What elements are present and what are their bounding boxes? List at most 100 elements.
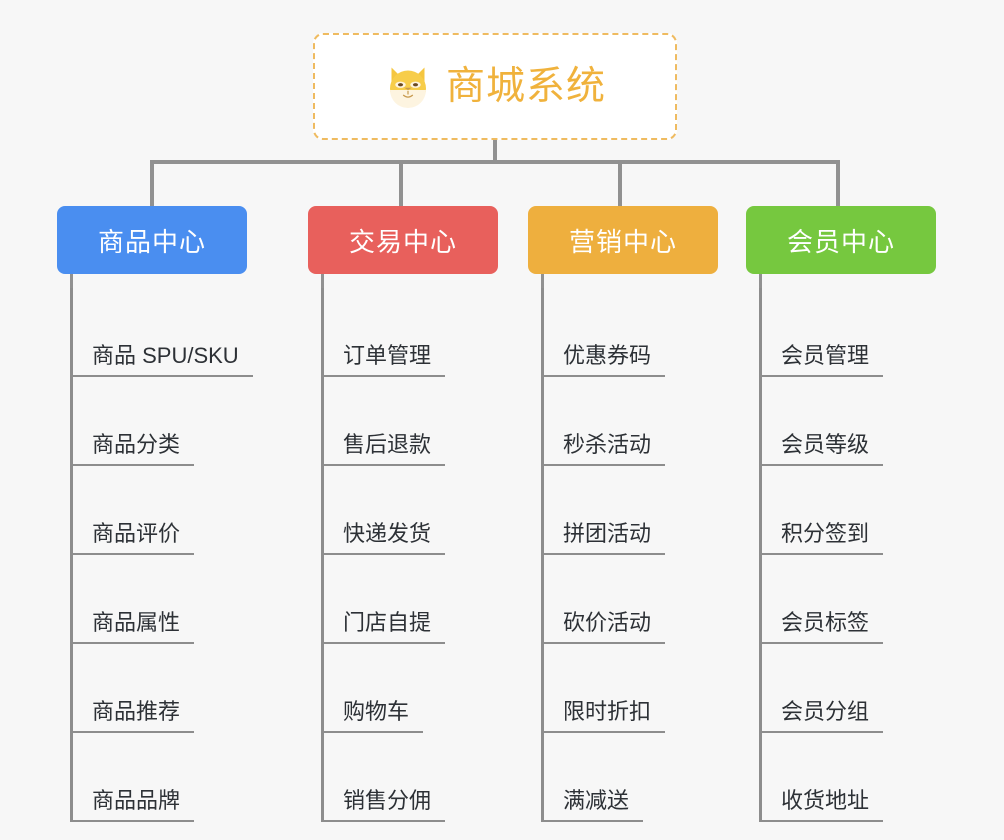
leaf-underline: 收货地址 xyxy=(759,787,884,822)
list-item[interactable]: 销售分佣 xyxy=(308,733,498,822)
leaf-label: 拼团活动 xyxy=(563,520,652,546)
leaf-label: 会员管理 xyxy=(781,342,870,368)
leaf-trunk-member xyxy=(759,288,762,822)
leaf-label: 销售分佣 xyxy=(343,787,432,813)
connector-drop-0 xyxy=(150,160,154,208)
leaf-label: 商品推荐 xyxy=(92,698,181,724)
category-column-trade: 交易中心 订单管理 售后退款 快递发货 门店自提 购物车 销售分佣 xyxy=(308,206,498,822)
leaf-label: 秒杀活动 xyxy=(563,431,652,457)
leaf-label: 门店自提 xyxy=(343,609,432,635)
list-item[interactable]: 限时折扣 xyxy=(528,644,718,733)
leaf-underline: 限时折扣 xyxy=(541,698,666,733)
leaf-label: 会员等级 xyxy=(781,431,870,457)
leaf-underline: 商品分类 xyxy=(70,431,195,466)
category-stub-product xyxy=(70,274,73,288)
leaf-underline: 商品品牌 xyxy=(70,787,195,822)
list-item[interactable]: 商品 SPU/SKU xyxy=(57,288,253,377)
leaf-underline: 销售分佣 xyxy=(321,787,446,822)
list-item[interactable]: 订单管理 xyxy=(308,288,498,377)
leaf-label: 商品属性 xyxy=(92,609,181,635)
leaf-underline: 秒杀活动 xyxy=(541,431,666,466)
list-item[interactable]: 购物车 xyxy=(308,644,498,733)
leaf-underline: 砍价活动 xyxy=(541,609,666,644)
list-item[interactable]: 商品分类 xyxy=(57,377,247,466)
root-node[interactable]: 商城系统 xyxy=(313,33,677,140)
leaf-label: 商品 SPU/SKU xyxy=(92,342,239,368)
category-stub-marketing xyxy=(541,274,544,288)
list-item[interactable]: 售后退款 xyxy=(308,377,498,466)
list-item[interactable]: 商品品牌 xyxy=(57,733,247,822)
leaf-label: 会员标签 xyxy=(781,609,870,635)
dog-face-icon xyxy=(389,67,426,108)
leaf-label: 优惠券码 xyxy=(563,342,652,368)
leaf-label: 砍价活动 xyxy=(563,609,652,635)
list-item[interactable]: 砍价活动 xyxy=(528,555,718,644)
leaf-underline: 积分签到 xyxy=(759,521,884,555)
list-item[interactable]: 商品推荐 xyxy=(57,644,247,733)
leaf-trunk-trade xyxy=(321,288,324,822)
list-item[interactable]: 积分签到 xyxy=(746,466,936,555)
leaf-underline: 商品评价 xyxy=(70,520,195,555)
leaf-trunk-product xyxy=(70,288,73,822)
leaf-label: 订单管理 xyxy=(343,342,432,368)
connector-drop-1 xyxy=(399,160,403,208)
category-header-marketing[interactable]: 营销中心 xyxy=(528,206,718,274)
list-item[interactable]: 快递发货 xyxy=(308,466,498,555)
category-stub-trade xyxy=(321,274,324,288)
leaf-label: 会员分组 xyxy=(781,698,870,724)
category-column-product: 商品中心 商品 SPU/SKU 商品分类 商品评价 商品属性 商品推荐 商品品牌 xyxy=(57,206,253,822)
leaf-label: 商品评价 xyxy=(92,520,181,546)
list-item[interactable]: 会员标签 xyxy=(746,555,936,644)
list-item[interactable]: 门店自提 xyxy=(308,555,498,644)
leaf-label: 购物车 xyxy=(343,698,410,724)
list-item[interactable]: 秒杀活动 xyxy=(528,377,718,466)
connector-drop-3 xyxy=(836,160,840,208)
leaf-underline: 优惠券码 xyxy=(541,342,666,377)
leaf-list-product: 商品 SPU/SKU 商品分类 商品评价 商品属性 商品推荐 商品品牌 xyxy=(57,288,253,822)
leaf-underline: 商品 SPU/SKU xyxy=(70,342,253,377)
leaf-trunk-marketing xyxy=(541,288,544,822)
category-header-member[interactable]: 会员中心 xyxy=(746,206,936,274)
list-item[interactable]: 拼团活动 xyxy=(528,466,718,555)
root-title: 商城系统 xyxy=(445,65,606,108)
leaf-underline: 门店自提 xyxy=(321,609,446,644)
leaf-underline: 会员标签 xyxy=(759,609,884,644)
category-header-product[interactable]: 商品中心 xyxy=(57,206,247,274)
leaf-underline: 订单管理 xyxy=(321,342,446,377)
leaf-label: 满减送 xyxy=(563,787,630,813)
leaf-underline: 快递发货 xyxy=(321,520,446,555)
list-item[interactable]: 收货地址 xyxy=(746,733,936,822)
category-column-marketing: 营销中心 优惠券码 秒杀活动 拼团活动 砍价活动 限时折扣 满减送 xyxy=(528,206,718,822)
leaf-label: 收货地址 xyxy=(781,787,870,813)
leaf-label: 限时折扣 xyxy=(563,698,652,724)
leaf-underline: 购物车 xyxy=(321,698,424,733)
leaf-label: 商品品牌 xyxy=(92,787,181,813)
root-trunk-vertical xyxy=(493,140,497,162)
leaf-underline: 会员等级 xyxy=(759,431,884,466)
list-item[interactable]: 优惠券码 xyxy=(528,288,718,377)
category-column-member: 会员中心 会员管理 会员等级 积分签到 会员标签 会员分组 收货地址 xyxy=(746,206,936,822)
leaf-label: 售后退款 xyxy=(343,431,432,457)
leaf-underline: 商品推荐 xyxy=(70,698,195,733)
leaf-list-marketing: 优惠券码 秒杀活动 拼团活动 砍价活动 限时折扣 满减送 xyxy=(528,288,718,822)
leaf-underline: 商品属性 xyxy=(70,609,195,644)
leaf-label: 商品分类 xyxy=(92,431,181,457)
leaf-list-member: 会员管理 会员等级 积分签到 会员标签 会员分组 收货地址 xyxy=(746,288,936,822)
leaf-label: 快递发货 xyxy=(343,520,432,546)
list-item[interactable]: 商品评价 xyxy=(57,466,247,555)
connector-drop-2 xyxy=(618,160,622,208)
category-stub-member xyxy=(759,274,762,288)
list-item[interactable]: 商品属性 xyxy=(57,555,247,644)
leaf-underline: 售后退款 xyxy=(321,431,446,466)
list-item[interactable]: 会员分组 xyxy=(746,644,936,733)
leaf-underline: 会员分组 xyxy=(759,698,884,733)
list-item[interactable]: 会员等级 xyxy=(746,377,936,466)
leaf-list-trade: 订单管理 售后退款 快递发货 门店自提 购物车 销售分佣 xyxy=(308,288,498,822)
leaf-underline: 满减送 xyxy=(541,787,644,822)
list-item[interactable]: 会员管理 xyxy=(746,288,936,377)
leaf-underline: 拼团活动 xyxy=(541,520,666,555)
list-item[interactable]: 满减送 xyxy=(528,733,718,822)
root-trunk-horizontal xyxy=(150,160,839,164)
category-header-trade[interactable]: 交易中心 xyxy=(308,206,498,274)
